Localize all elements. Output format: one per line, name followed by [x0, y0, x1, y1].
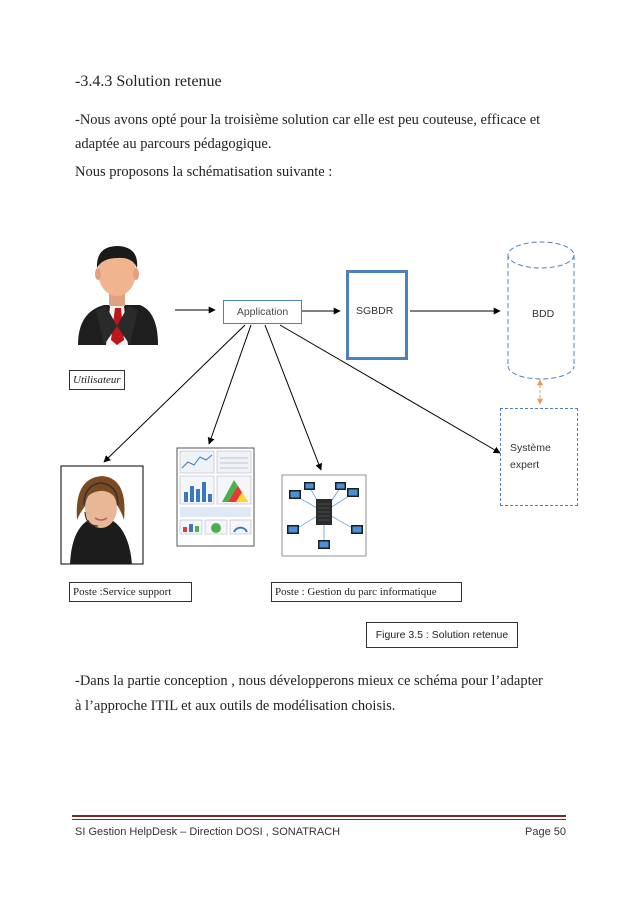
paragraph-line: Nous proposons la schématisation suivant… [75, 164, 333, 180]
footer-rule [72, 819, 566, 820]
arrow-app-to-network [264, 324, 322, 471]
arrow-app-to-dashboard [207, 324, 252, 445]
application-box: Application [223, 300, 302, 324]
sgbdr-label: SGBDR [356, 305, 394, 317]
poste-gestion-label: Poste : Gestion du parc informatique [271, 582, 462, 602]
arrow-app-to-expert [279, 324, 501, 454]
bdd-cylinder [507, 241, 575, 380]
section-heading: -3.4.3 Solution retenue [75, 73, 222, 90]
paragraph-line: -Nous avons opté pour la troisième solut… [75, 112, 541, 128]
systeme-expert-label: Système expert [510, 440, 551, 474]
footer-rule [72, 815, 566, 817]
footer-left-text: SI Gestion HelpDesk – Direction DOSI , S… [75, 826, 341, 838]
systeme-expert-box [500, 408, 578, 506]
arrow-app-to-support [103, 324, 246, 463]
page-number: Page 50 [525, 826, 566, 838]
bdd-label: BDD [532, 308, 555, 320]
support-agent-image [60, 465, 144, 565]
systeme-expert-line1: Système [510, 442, 551, 454]
user-avatar-icon [78, 246, 158, 345]
dashboard-image [176, 447, 255, 547]
utilisateur-label: Utilisateur [69, 370, 125, 390]
paragraph-line: -Dans la partie conception , nous dévelo… [75, 673, 543, 689]
paragraph-line: à l’approche ITIL et aux outils de modél… [75, 698, 396, 714]
paragraph-line: adaptée au parcours pédagogique. [75, 136, 272, 152]
sgbdr-box [346, 270, 408, 360]
systeme-expert-line2: expert [510, 459, 540, 471]
poste-support-label: Poste :Service support [69, 582, 192, 602]
network-servers-image [281, 474, 367, 557]
figure-caption: Figure 3.5 : Solution retenue [366, 622, 518, 648]
